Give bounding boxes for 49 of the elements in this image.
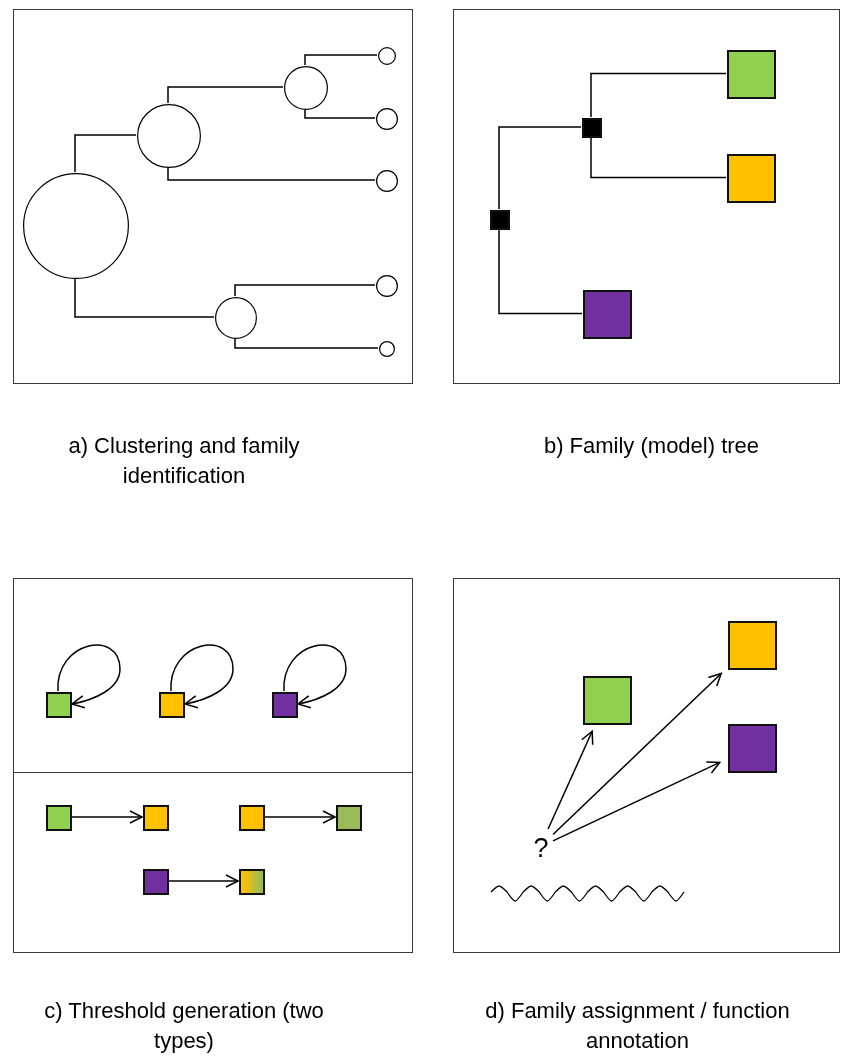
arrow: [552, 761, 721, 842]
cluster-circle: [137, 104, 201, 168]
tree-branch-line: [498, 228, 583, 315]
family-square: [239, 869, 265, 895]
tree-branch-line: [304, 108, 376, 119]
family-square: [336, 805, 362, 831]
family-square: [728, 621, 777, 670]
family-square: [159, 692, 185, 718]
family-square: [143, 805, 169, 831]
arrow: [283, 644, 347, 709]
tree-branch-line: [74, 277, 215, 318]
family-square: [143, 869, 169, 895]
arrow: [57, 644, 121, 709]
cluster-circle: [215, 297, 257, 339]
family-square: [46, 805, 72, 831]
family-square: [239, 805, 265, 831]
tree-branch-line: [234, 284, 376, 297]
branch-node: [490, 210, 510, 230]
cluster-circle: [23, 173, 129, 279]
cluster-circle: [379, 341, 395, 357]
tree-branch-line: [498, 126, 582, 210]
family-square: [583, 290, 632, 339]
tree-branch-line: [590, 136, 727, 179]
family-square: [727, 50, 776, 99]
panel-caption: a) Clustering and family identification: [67, 432, 301, 490]
family-square: [46, 692, 72, 718]
branch-node: [582, 118, 602, 138]
family-square: [728, 724, 777, 773]
cluster-circle: [284, 66, 328, 110]
tree-branch-line: [590, 72, 727, 118]
family-square: [727, 154, 776, 203]
panel-caption: c) Threshold generation (two types): [43, 997, 325, 1055]
panel-caption: d) Family assignment / function annotation: [484, 997, 791, 1055]
question-mark: ?: [528, 830, 554, 866]
tree-branch-line: [234, 337, 379, 349]
arrow: [170, 644, 234, 709]
cluster-circle: [378, 47, 396, 65]
family-square: [583, 676, 632, 725]
tree-branch-line: [167, 86, 284, 104]
panel-caption: b) Family (model) tree: [542, 432, 761, 460]
arrow: [547, 730, 594, 830]
family-square: [272, 692, 298, 718]
arrow: [552, 672, 722, 836]
tree-branch-line: [167, 166, 376, 181]
tree-branch-line: [304, 54, 378, 66]
cluster-circle: [376, 275, 398, 297]
cluster-circle: [376, 108, 398, 130]
cluster-circle: [376, 170, 398, 192]
tree-branch-line: [74, 134, 137, 173]
